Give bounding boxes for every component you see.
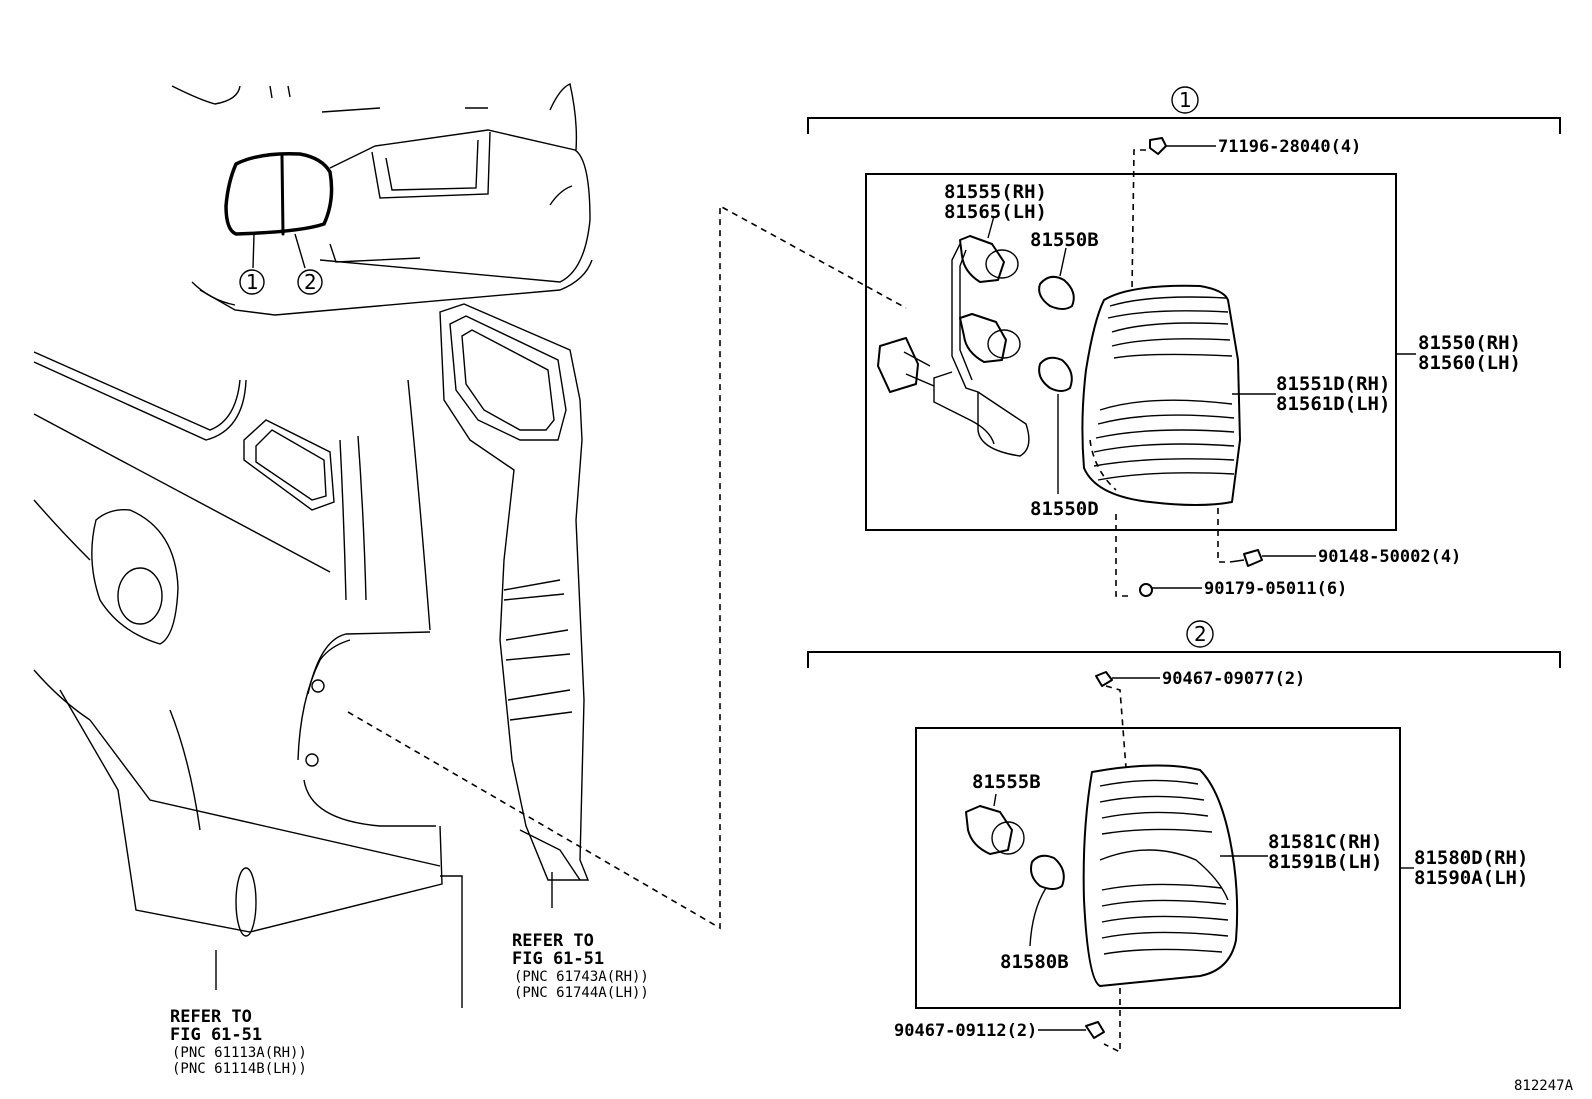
label-81590a-lh: 81590A(LH) bbox=[1414, 867, 1528, 889]
refer-center-line3: (PNC 61743A(RH)) bbox=[514, 969, 649, 985]
refer-center: REFER TO FIG 61-51 (PNC 61743A(RH)) (PNC… bbox=[512, 931, 649, 1001]
tail-lamp-inner-icon bbox=[1082, 764, 1268, 987]
group-1-box bbox=[865, 173, 1397, 531]
label-81580b: 81580B bbox=[1000, 951, 1069, 973]
body-side-panel bbox=[33, 351, 463, 1008]
group-2-bracket: 2 bbox=[807, 620, 1561, 668]
diagram-id: 812247A bbox=[1514, 1078, 1574, 1094]
label-90148-50002: 90148-50002(4) bbox=[1318, 547, 1461, 567]
callout-2-group: 2 bbox=[1194, 622, 1207, 646]
callout-2-vehicle: 2 bbox=[304, 270, 317, 294]
refer-left-line3: (PNC 61113A(RH)) bbox=[172, 1045, 307, 1061]
nut-90148-icon bbox=[1229, 549, 1316, 567]
refer-left-line2: FIG 61-51 bbox=[170, 1025, 262, 1045]
tail-lamp-outer-icon bbox=[1081, 284, 1276, 506]
label-81581c-rh: 81581C(RH) bbox=[1268, 831, 1382, 853]
label-81591b-lh: 81591B(LH) bbox=[1268, 851, 1382, 873]
callout-1-group: 1 bbox=[1179, 88, 1192, 112]
vehicle-rear-view: 1 2 bbox=[171, 83, 593, 316]
label-81555-rh: 81555(RH) bbox=[944, 181, 1047, 203]
label-81565-lh: 81565(LH) bbox=[944, 201, 1047, 223]
clip-90467-top-icon bbox=[1095, 671, 1160, 769]
bulb-81550b-icon bbox=[1038, 247, 1075, 310]
refer-center-line4: (PNC 61744A(LH)) bbox=[514, 985, 649, 1001]
socket-wire-harness bbox=[877, 215, 1030, 457]
inner-quarter-panel bbox=[439, 303, 590, 908]
label-81555b: 81555B bbox=[972, 771, 1041, 793]
clip-90179-icon bbox=[1139, 583, 1202, 597]
label-71196-28040: 71196-28040(4) bbox=[1218, 137, 1361, 157]
label-81550-rh: 81550(RH) bbox=[1418, 332, 1521, 354]
clip-90467-bottom-icon bbox=[1038, 988, 1121, 1054]
refer-center-line2: FIG 61-51 bbox=[512, 949, 604, 969]
label-81550d: 81550D bbox=[1030, 498, 1099, 520]
label-90179-05011: 90179-05011(6) bbox=[1204, 579, 1347, 599]
socket-81555b-icon bbox=[965, 793, 1025, 855]
group-1-bracket: 1 bbox=[807, 86, 1561, 134]
refer-left-line4: (PNC 61114B(LH)) bbox=[172, 1061, 307, 1077]
refer-center-line1: REFER TO bbox=[512, 931, 594, 951]
label-81580d-rh: 81580D(RH) bbox=[1414, 847, 1528, 869]
screw-71196-icon bbox=[1131, 137, 1216, 291]
label-81560-lh: 81560(LH) bbox=[1418, 352, 1521, 374]
label-81550b: 81550B bbox=[1030, 229, 1099, 251]
refer-left-line1: REFER TO bbox=[170, 1007, 252, 1027]
bulb-81550d-icon bbox=[1038, 356, 1073, 494]
callout-1-vehicle: 1 bbox=[246, 270, 259, 294]
label-90467-09112: 90467-09112(2) bbox=[894, 1021, 1037, 1041]
bulb-81580b-icon bbox=[1029, 854, 1065, 947]
refer-left: REFER TO FIG 61-51 (PNC 61113A(RH)) (PNC… bbox=[170, 1007, 307, 1077]
label-81551d-rh: 81551D(RH) bbox=[1276, 373, 1390, 395]
label-81561d-lh: 81561D(LH) bbox=[1276, 393, 1390, 415]
label-90467-09077: 90467-09077(2) bbox=[1162, 669, 1305, 689]
